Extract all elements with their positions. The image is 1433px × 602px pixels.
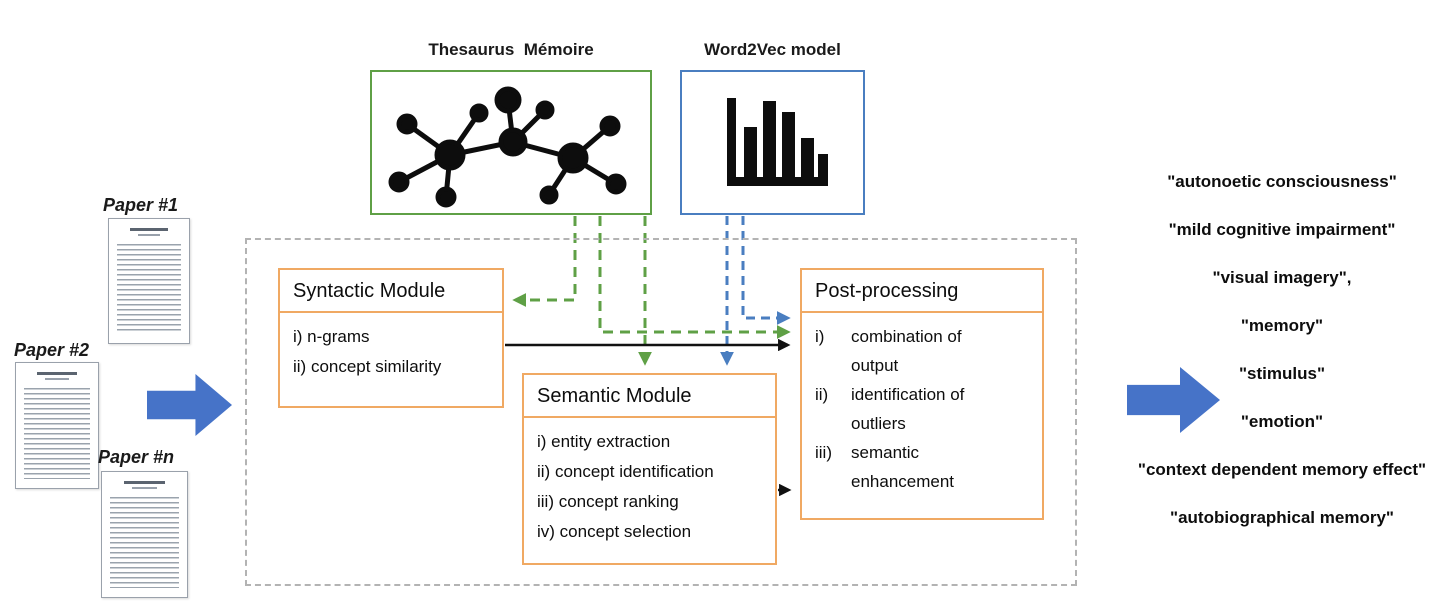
item-marker: i): [815, 327, 825, 346]
doc-subtitle-line: [45, 378, 69, 380]
item-text: identification of outliers: [851, 385, 965, 433]
postprocessing-item: ii) identification of outliers: [815, 380, 1029, 438]
semantic-item: i) entity extraction: [537, 432, 671, 451]
output-term: "autobiographical memory": [1170, 508, 1394, 527]
thesaurus-box: [370, 70, 652, 215]
output-term: "visual imagery",: [1212, 268, 1352, 287]
output-term: "stimulus": [1238, 364, 1326, 383]
pipeline-container: [245, 238, 1077, 586]
syntactic-item: ii) concept similarity: [293, 357, 442, 376]
doc-subtitle-line: [137, 234, 161, 236]
paper-n-label: Paper #n: [98, 447, 175, 467]
paper-2-label: Paper #2: [14, 340, 90, 360]
output-terms: "autonoetic consciousness" "mild cogniti…: [1136, 172, 1428, 528]
output-term: "context dependent memory effect": [1137, 460, 1427, 479]
word2vec-label: Word2Vec model: [704, 40, 841, 59]
semantic-item: iv) concept selection: [537, 522, 692, 541]
paper-n-doc: [101, 471, 188, 598]
word2vec-box: [680, 70, 865, 215]
doc-text-lines: [24, 388, 90, 479]
postprocessing-module-box: Post-processing i) combination of output…: [800, 268, 1044, 520]
semantic-item: iii) concept ranking: [537, 492, 679, 511]
syntactic-module-title: Syntactic Module: [280, 270, 502, 313]
item-marker: ii): [815, 385, 829, 404]
syntactic-item: i) n-grams: [293, 327, 370, 346]
item-text: semantic enhancement: [851, 443, 955, 491]
input-flow-arrow: [147, 374, 232, 436]
doc-text-lines: [110, 497, 179, 588]
paper-1-label: Paper #1: [103, 195, 179, 215]
postprocessing-item: iii) semantic enhancement: [815, 438, 1029, 496]
output-term: "memory": [1240, 316, 1324, 335]
postprocessing-item: i) combination of output: [815, 322, 1029, 380]
output-term: "emotion": [1240, 412, 1324, 431]
thesaurus-label: Thesaurus Mémoire: [428, 40, 594, 59]
doc-title-line: [37, 372, 77, 375]
paper-2-doc: [15, 362, 99, 489]
output-term: "autonoetic consciousness": [1167, 172, 1397, 191]
output-term: "mild cognitive impairment": [1168, 220, 1396, 239]
doc-text-lines: [117, 244, 181, 334]
syntactic-module-body: i) n-grams ii) concept similarity: [280, 313, 502, 391]
item-text: combination of output: [851, 327, 962, 375]
doc-title-line: [123, 481, 166, 484]
postprocessing-module-title: Post-processing: [802, 270, 1042, 313]
postprocessing-module-body: i) combination of output ii) identificat…: [802, 313, 1042, 505]
doc-subtitle-line: [132, 487, 157, 489]
semantic-module-body: i) entity extraction ii) concept identif…: [524, 418, 775, 556]
semantic-module-title: Semantic Module: [524, 375, 775, 418]
semantic-item: ii) concept identification: [537, 462, 714, 481]
item-marker: iii): [815, 443, 832, 462]
semantic-module-box: Semantic Module i) entity extraction ii)…: [522, 373, 777, 565]
doc-title-line: [129, 228, 169, 231]
paper-1-doc: [108, 218, 190, 344]
syntactic-module-box: Syntactic Module i) n-grams ii) concept …: [278, 268, 504, 408]
